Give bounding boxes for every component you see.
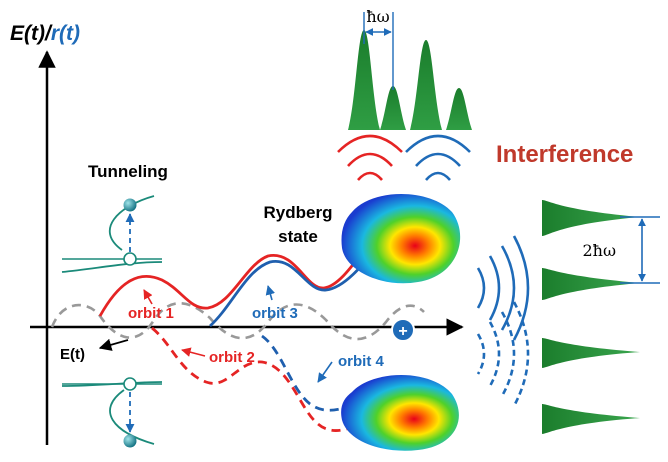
interference-wavefronts-dashed	[476, 301, 530, 407]
harmonic-peak-1	[348, 30, 380, 130]
axes	[30, 50, 464, 445]
electron-ball	[123, 198, 137, 212]
orbit-2-path	[151, 326, 373, 432]
rydberg-wavefunction-top	[341, 194, 461, 284]
y-axis-label-r: r(t)	[51, 22, 80, 45]
tunneling-inset-bottom	[61, 377, 163, 448]
harmonic-peak-3	[410, 40, 442, 130]
interference-wavefronts	[476, 235, 530, 341]
orbit-1-path	[98, 239, 374, 317]
spectral-line-1	[542, 200, 640, 236]
ion-plus-sign: +	[398, 323, 407, 340]
tunneling-inset-top: Tunneling	[61, 162, 168, 273]
field-arrow	[98, 338, 129, 351]
spectral-lines	[542, 200, 640, 434]
rydberg-wavefunction-bottom	[341, 375, 459, 451]
orbit-4-label: orbit 4	[338, 353, 384, 370]
rydberg-label-line2: state	[278, 227, 318, 246]
orbit-2-label: orbit 2	[209, 349, 255, 366]
harmonic-peak-2	[380, 86, 406, 130]
tunneling-label: Tunneling	[88, 162, 168, 181]
orbit-1-label: orbit 1	[128, 305, 174, 322]
spectral-line-4	[542, 404, 640, 434]
spectral-line-2	[542, 268, 640, 300]
orbit-4-arrow	[317, 361, 333, 383]
y-axis-label-e: E(t)/	[10, 22, 53, 45]
field-label: E(t)	[60, 346, 85, 363]
orbit-1-arrow	[143, 289, 153, 305]
orbit-3-label: orbit 3	[252, 305, 298, 322]
harmonic-spectrum	[348, 30, 472, 130]
rydberg-label-line1: Rydberg	[264, 203, 333, 222]
two-hw-label: 2ħω	[582, 241, 616, 260]
interference-label: Interference	[496, 141, 633, 168]
hw-label: ħω	[366, 7, 389, 26]
y-axis-label: E(t)/r(t)	[10, 22, 80, 45]
ground-state-circle-bottom	[123, 377, 137, 391]
ground-state-circle	[123, 252, 137, 266]
emission-waves-top	[337, 134, 471, 181]
laser-field-curve	[50, 302, 425, 341]
orbit-3-path	[209, 243, 382, 328]
spectral-line-3	[542, 338, 640, 368]
orbit-2-arrow	[181, 347, 206, 357]
electron-ball-bottom	[123, 434, 137, 448]
harmonic-peak-4	[446, 88, 472, 130]
orbit-4-path	[261, 334, 401, 412]
orbit-3-arrow	[265, 285, 275, 301]
ion-core: +	[391, 318, 415, 342]
